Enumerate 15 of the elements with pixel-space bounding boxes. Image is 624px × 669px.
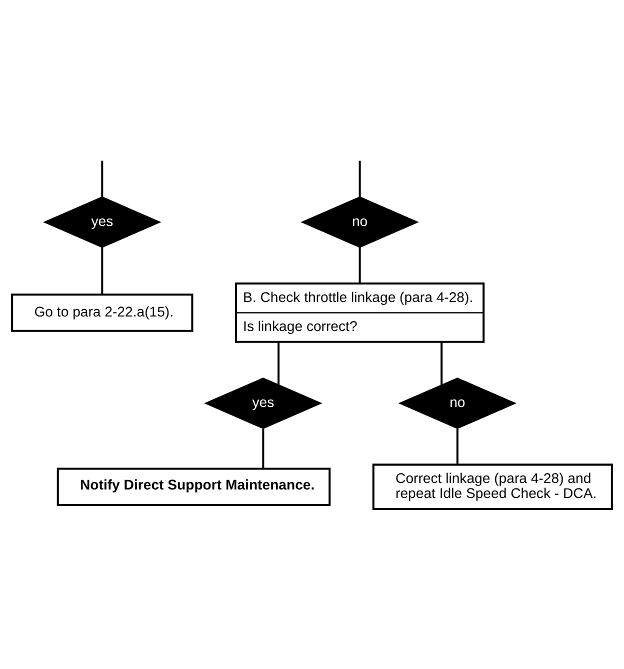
connector [278,342,280,385]
node-box: Go to para 2-22.a(15). [11,294,194,332]
node-box: Notify Direct Support Maintenance. [56,468,331,506]
node-box: Correct linkage (para 4-28) and repeat Idle Speed Check - DCA. [372,464,613,510]
connector [262,428,264,469]
node-diamond: yes [43,196,162,248]
connector [358,160,361,197]
connector [101,160,104,197]
connector [101,247,104,295]
connector [358,247,361,284]
node-diamond: no [300,196,419,248]
connector [440,342,443,385]
connector [456,428,458,465]
node-diamond: yes [204,378,322,429]
node-diamond: no [398,378,517,429]
